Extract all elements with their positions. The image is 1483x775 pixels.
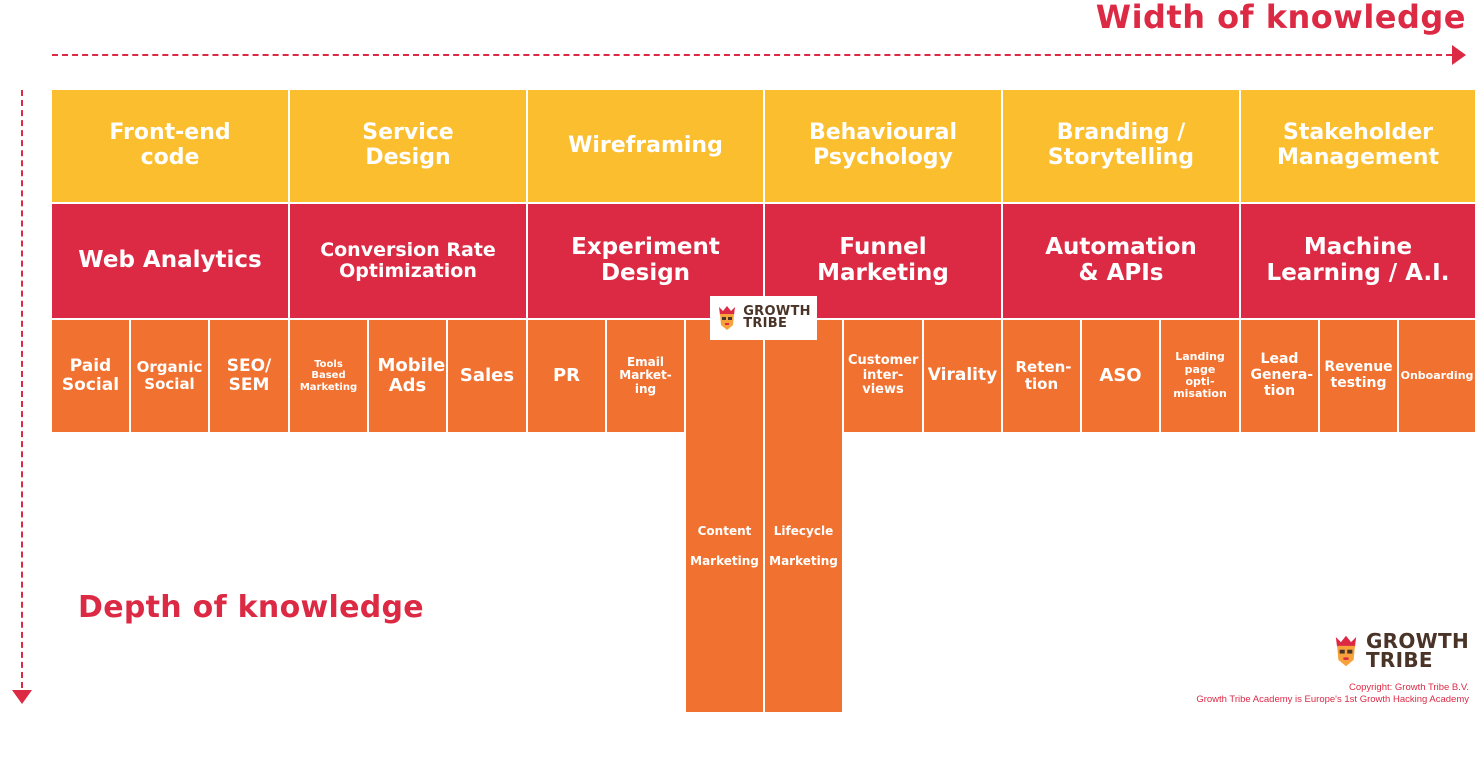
skill-email-marketing: Email Market-ing — [607, 320, 684, 432]
skill-mobile-ads: Mobile Ads — [369, 320, 446, 432]
skill-service-design: Service Design — [290, 90, 526, 202]
depth-axis-arrow-icon — [12, 690, 32, 704]
skill-wireframing: Wireframing — [528, 90, 763, 202]
logo-wordmark: GROWTH TRIBE — [1365, 629, 1469, 672]
skill-stakeholder-management: Stakeholder Management — [1241, 90, 1475, 202]
depth-of-knowledge-label: Depth of knowledge — [78, 590, 424, 625]
skill-lead-generation: Lead Genera-tion — [1241, 320, 1318, 432]
skill-organic-social: Organic Social — [131, 320, 208, 432]
skill-aso: ASO — [1082, 320, 1159, 432]
academy-tagline: Growth Tribe Academy is Europe's 1st Gro… — [1196, 694, 1469, 705]
depth-axis-line — [21, 90, 23, 688]
skill-content-marketing: Content Marketing — [686, 320, 763, 712]
width-of-knowledge-label: Width of knowledge — [1095, 0, 1466, 36]
skill-seo-sem: SEO/ SEM — [210, 320, 288, 432]
growth-tribe-logo-corner: GROWTH TRIBE — [1332, 629, 1469, 672]
skill-pr: PR — [528, 320, 605, 432]
skill-conversion-rate-optimization: Conversion Rate Optimization — [290, 204, 526, 318]
mask-icon — [1332, 634, 1360, 668]
skill-retention: Reten-tion — [1003, 320, 1080, 432]
skill-tools-based-marketing: Tools Based Marketing — [290, 320, 367, 432]
skill-virality: Virality — [924, 320, 1001, 432]
skill-customer-interviews: Customer inter-views — [844, 320, 922, 432]
skill-onboarding: Onboarding — [1399, 320, 1475, 432]
skill-revenue-testing: Revenue testing — [1320, 320, 1397, 432]
skill-automation-apis: Automation & APIs — [1003, 204, 1239, 318]
skill-experiment-design: Experiment Design — [528, 204, 763, 318]
skill-landing-page-optimisation: Landing page opti-misation — [1161, 320, 1239, 432]
width-axis-line — [52, 54, 1452, 56]
copyright-notice: Copyright: Growth Tribe B.V. Growth Trib… — [1196, 682, 1469, 706]
skill-web-analytics: Web Analytics — [52, 204, 288, 318]
mask-icon — [716, 305, 738, 331]
skill-sales: Sales — [448, 320, 526, 432]
skill-paid-social: Paid Social — [52, 320, 129, 432]
width-axis-arrow-icon — [1452, 45, 1466, 65]
skill-behavioural-psychology: Behavioural Psychology — [765, 90, 1001, 202]
growth-tribe-logo-center: GROWTH TRIBE — [710, 296, 817, 340]
skill-machine-learning-ai: Machine Learning / A.I. — [1241, 204, 1475, 318]
skill-front-end-code: Front-end code — [52, 90, 288, 202]
skill-branding-storytelling: Branding / Storytelling — [1003, 90, 1239, 202]
copyright-line: Copyright: Growth Tribe B.V. — [1348, 682, 1469, 693]
skill-lifecycle-marketing: Lifecycle Marketing — [765, 320, 842, 712]
logo-wordmark: GROWTH TRIBE — [743, 304, 811, 331]
